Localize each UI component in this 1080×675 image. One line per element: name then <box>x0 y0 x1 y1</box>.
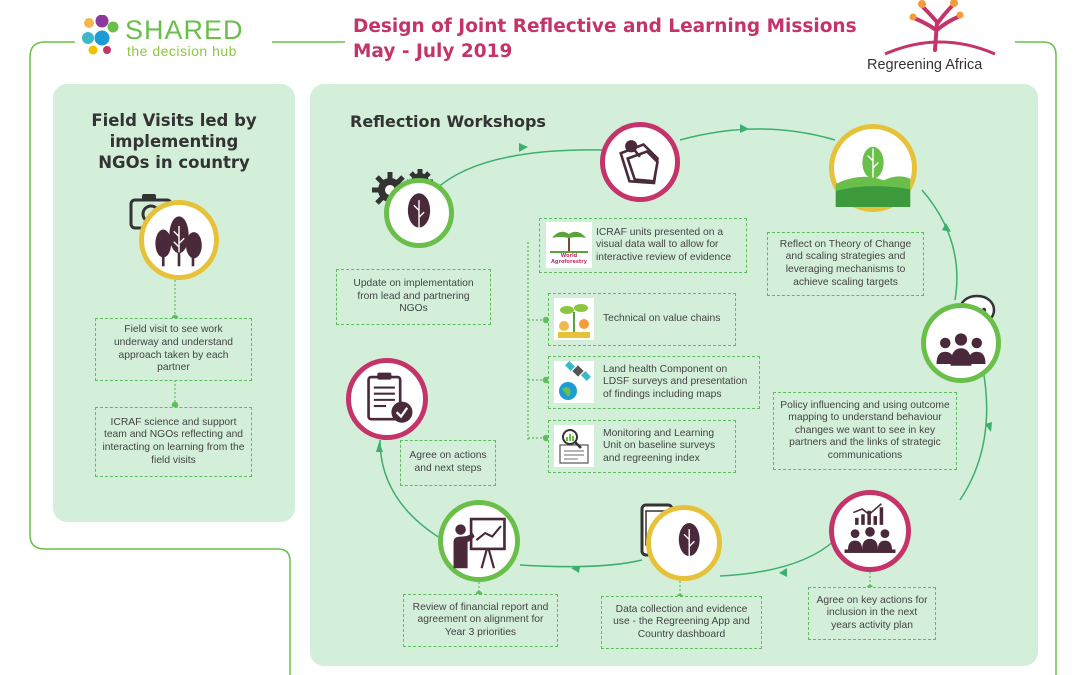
agree-circle <box>346 358 428 440</box>
presentation-icon <box>453 517 506 569</box>
title-line-1: Design of Joint Reflective and Learning … <box>353 16 857 37</box>
trees-icon <box>155 216 202 267</box>
field-visits-heading-line-2: implementing <box>109 132 239 151</box>
reflection-workshops-heading: Reflection Workshops <box>350 112 546 131</box>
field-visit-circle <box>139 200 219 280</box>
theory-circle <box>829 124 917 212</box>
data-box: Data collection and evidence use - the R… <box>601 596 762 649</box>
field-visit-box: Field visit to see work underway and und… <box>95 318 252 381</box>
shared-logo-subtitle: the decision hub <box>127 43 237 59</box>
icraf-connector <box>527 242 550 442</box>
value-chains-icon <box>554 298 594 340</box>
people-group-icon <box>936 333 986 366</box>
regreening-africa-text: Regreening Africa <box>867 57 983 73</box>
monitoring-text: Monitoring and Learning Unit on baseline… <box>603 427 716 464</box>
cycle-arrows <box>376 124 992 577</box>
leaf-icon <box>678 523 700 566</box>
regreening-tree-icon <box>884 0 996 56</box>
land-health-text: Land health Component on LDSF surveys an… <box>603 363 748 400</box>
theory-box: Reflect on Theory of Change and scaling … <box>767 232 924 296</box>
icraf-wall-text: ICRAF units presented on a visual data w… <box>596 226 732 263</box>
page-title: Design of Joint Reflective and Learning … <box>353 14 857 64</box>
world-agroforestry-logo-text: World Agroforestry <box>551 253 587 265</box>
world-agroforestry-logo-icon <box>546 222 592 268</box>
icraf-reflect-box: ICRAF science and support team and NGOs … <box>95 407 252 477</box>
policy-circle <box>921 303 1001 383</box>
key-actions-circle <box>829 490 911 572</box>
financial-circle <box>438 500 520 582</box>
policy-box: Policy influencing and using outcome map… <box>773 392 957 470</box>
shared-dots-icon <box>82 15 119 55</box>
value-chains-text: Technical on value chains <box>603 313 721 325</box>
sticky-note-circle <box>600 122 680 202</box>
regreening-africa-logo: Regreening Africa <box>860 0 1020 80</box>
satellite-globe-icon <box>554 361 594 403</box>
hills-tree-icon <box>835 146 911 207</box>
shared-logo: SHARED the decision hub <box>80 15 280 60</box>
title-line-2: May - July 2019 <box>353 41 513 62</box>
key-actions-box: Agree on key actions for inclusion in th… <box>808 587 936 640</box>
field-visits-heading-line-1: Field Visits led by <box>91 111 257 130</box>
update-circle <box>384 178 454 248</box>
sticky-note-icon <box>619 140 659 185</box>
tree-icon <box>407 193 431 237</box>
agree-box: Agree on actions and next steps <box>400 440 496 486</box>
field-visits-heading-line-3: NGOs in country <box>98 153 250 172</box>
data-circle <box>646 505 722 581</box>
monitoring-magnifier-icon <box>554 425 594 467</box>
update-box: Update on implementation from lead and p… <box>336 269 491 325</box>
shared-logo-text: SHARED <box>125 15 244 45</box>
field-visits-heading: Field Visits led by implementing NGOs in… <box>60 110 288 173</box>
meeting-chart-icon <box>844 503 896 553</box>
financial-box: Review of financial report and agreement… <box>403 594 558 647</box>
clipboard-check-icon <box>367 372 413 423</box>
